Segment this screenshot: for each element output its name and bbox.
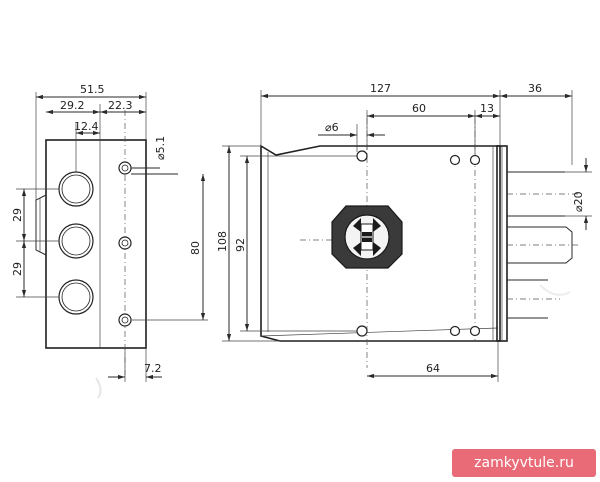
bolt [507, 279, 560, 319]
cylinder-hole [58, 223, 94, 259]
side-view [35, 110, 147, 375]
dim-small-hole-dia: ⌀5.1 [154, 136, 167, 160]
pin-hole [356, 325, 368, 337]
dim-pin-dia: ⌀6 [325, 121, 339, 134]
mounting-hole [118, 313, 132, 327]
cylinder-hole [58, 279, 94, 315]
dim-hole-offset: 12.4 [74, 120, 99, 133]
fixing-hole [449, 154, 461, 166]
side-body-outline [45, 139, 147, 349]
dim-bolt-length: 36 [528, 82, 542, 95]
dim-hole-span: 80 [189, 241, 202, 255]
dim-right-inset: 13 [480, 102, 494, 115]
mounting-hole [118, 161, 132, 175]
dim-side-right: 22.3 [108, 99, 133, 112]
front-bottom-edge [260, 327, 499, 337]
fixing-hole [469, 154, 481, 166]
watermark-badge: zamkyvtule.ru [452, 449, 596, 477]
front-dimensions: 127 36 60 13 ⌀6 108 92 ⌀20 [216, 82, 592, 382]
front-body-outline [260, 144, 501, 342]
pin-hole [356, 150, 368, 162]
fixing-hole [449, 325, 461, 337]
dim-front-total-height: 108 [216, 231, 229, 252]
bolt [507, 171, 580, 217]
dim-top-hole-distance: 60 [412, 102, 426, 115]
front-view [260, 118, 580, 368]
dim-spacing-bottom: 29 [11, 262, 24, 276]
dim-front-total: 127 [370, 82, 391, 95]
dim-spacing-top: 29 [11, 208, 24, 222]
fixing-hole [469, 325, 481, 337]
dim-front-inner-height: 92 [234, 238, 247, 252]
dim-side-total: 51.5 [80, 83, 105, 96]
mounting-hole [118, 236, 132, 250]
side-dimensions: 51.5 29.2 22.3 12.4 ⌀5.1 29 29 80 7.2 [11, 83, 208, 382]
dim-bottom-distance: 64 [426, 362, 440, 375]
side-left-tab [35, 194, 47, 256]
scan-artifacts [95, 284, 571, 399]
dim-bolt-dia: ⌀20 [572, 191, 585, 212]
dim-bottom-offset: 7.2 [144, 362, 162, 375]
cylinder-mechanism [331, 205, 403, 269]
dim-side-left: 29.2 [60, 99, 85, 112]
cylinder-hole [58, 171, 94, 207]
bolt [507, 226, 580, 264]
